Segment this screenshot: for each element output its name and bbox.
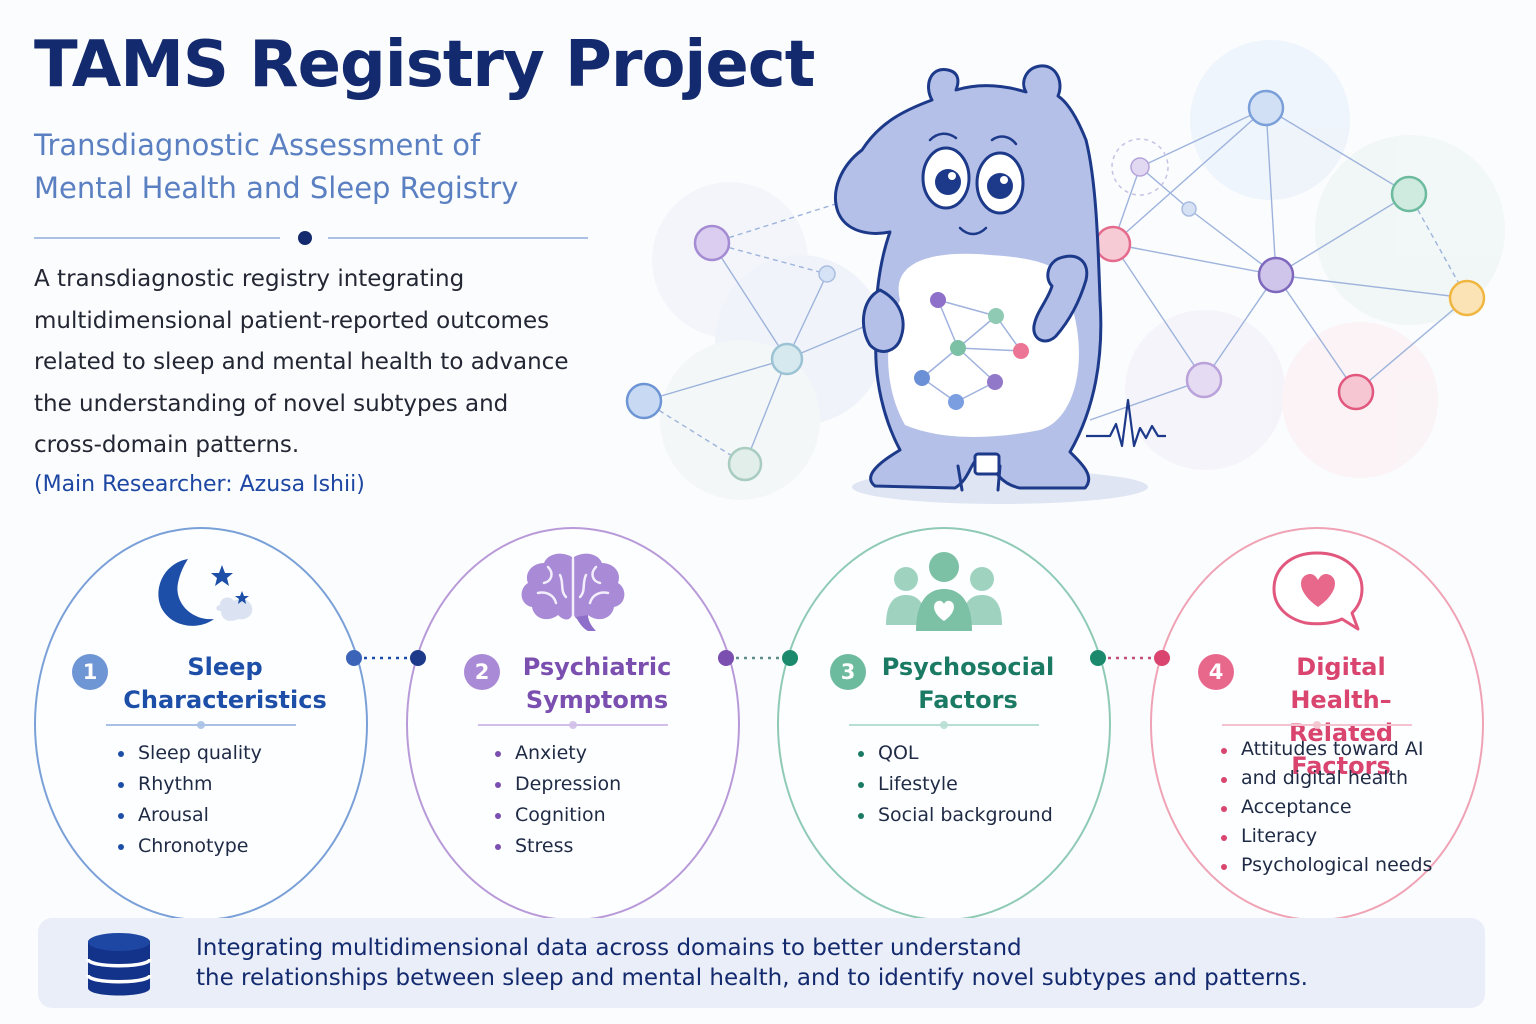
main-researcher: (Main Researcher: Azusa Ishii): [34, 472, 365, 497]
description-line: multidimensional patient-reported outcom…: [34, 307, 550, 334]
summary-line-1: Integrating multidimensional data across…: [196, 935, 1022, 961]
domain-separator: [478, 721, 668, 728]
speech-heart-icon: [1272, 551, 1364, 631]
divider-left: [34, 237, 280, 239]
domain-title-line-2: Characteristics: [123, 686, 327, 714]
summary-banner: [38, 918, 1485, 1008]
summary-text: Integrating multidimensional data across…: [196, 933, 1456, 993]
domain-item-list: QOL Lifestyle Social background: [856, 738, 1053, 831]
list-item: Literacy: [1219, 822, 1432, 851]
domain-separator: [849, 721, 1039, 728]
domain-title: Psychiatric Symptoms: [512, 651, 682, 717]
list-item: Depression: [493, 769, 621, 800]
description-line: the understanding of novel subtypes and: [34, 390, 509, 417]
domain-header: 4 Digital Health– Related Factors: [1152, 651, 1482, 783]
domain-title-line-2: Symptoms: [525, 686, 669, 714]
people-heart-icon: [886, 552, 1002, 631]
domain-separator: [106, 721, 296, 728]
domain-item-list: Attitudes toward AI and digital health A…: [1219, 735, 1432, 880]
list-item: Lifestyle: [856, 769, 1053, 800]
domain-title-line-1: Psychosocial: [881, 653, 1055, 681]
connector-3-4: [1090, 650, 1170, 666]
connector-1-2: [346, 650, 426, 666]
list-item: Stress: [493, 831, 621, 862]
network-mascot-illustration: [625, 40, 1505, 504]
list-item: QOL: [856, 738, 1053, 769]
domain-item-list: Sleep quality Rhythm Arousal Chronotype: [116, 738, 262, 862]
domain-title: Digital Health– Related Factors: [1246, 651, 1436, 783]
network-nodes: [625, 89, 1486, 482]
list-item: Anxiety: [493, 738, 621, 769]
brain-icon: [521, 553, 625, 631]
list-item-continuation: and digital health: [1219, 764, 1432, 793]
moon-stars-icon: [158, 559, 253, 626]
list-item: Psychological needs: [1219, 851, 1432, 880]
subtitle-line-2: Mental Health and Sleep Registry: [34, 171, 519, 205]
divider-right: [328, 237, 588, 239]
domain-separator: [1222, 721, 1412, 728]
list-item: Social background: [856, 800, 1053, 831]
domain-title: Sleep Characteristics: [120, 651, 330, 717]
description-line: related to sleep and mental health to ad…: [34, 349, 569, 375]
domain-sleep-characteristics: 1 Sleep Characteristics Sleep quality Rh…: [34, 527, 368, 921]
domain-title-line-1: Psychiatric: [522, 653, 672, 681]
list-item: Acceptance: [1219, 793, 1432, 822]
mascot-belly-network: [914, 292, 1029, 410]
domain-header: 2 Psychiatric Symptoms: [408, 651, 738, 717]
list-item: Sleep quality: [116, 738, 262, 769]
domain-number-badge: 2: [464, 654, 500, 690]
domain-digital-health-factors: 4 Digital Health– Related Factors Attitu…: [1150, 527, 1484, 921]
list-item: Attitudes toward AI: [1219, 735, 1432, 764]
domain-number-badge: 4: [1198, 654, 1234, 690]
domain-title-line-1: Digital Health–: [1290, 653, 1392, 714]
database-icon: [86, 933, 152, 996]
domain-number-badge: 3: [830, 654, 866, 690]
domain-title-line-1: Sleep: [187, 653, 263, 681]
description-line: cross-domain patterns.: [34, 432, 300, 458]
page-title: TAMS Registry Project: [34, 28, 815, 102]
background-blobs: [652, 40, 1505, 500]
domain-title-line-2: Related Factors: [1288, 719, 1394, 780]
description-line: A transdiagnostic registry integrating: [34, 266, 465, 292]
list-item: Rhythm: [116, 769, 262, 800]
divider-dot: [298, 231, 312, 245]
domain-header: 3 Psychosocial Factors: [779, 651, 1109, 717]
heartbeat-line: [1086, 398, 1166, 448]
domain-psychosocial-factors: 3 Psychosocial Factors QOL Lifestyle Soc…: [777, 527, 1111, 921]
domain-psychiatric-symptoms: 2 Psychiatric Symptoms Anxiety Depressio…: [406, 527, 740, 921]
list-item: Arousal: [116, 800, 262, 831]
list-item: Chronotype: [116, 831, 262, 862]
domain-header: 1 Sleep Characteristics: [36, 651, 366, 717]
mascot-character: [834, 64, 1103, 492]
domain-number-badge: 1: [72, 654, 108, 690]
domain-item-list: Anxiety Depression Cognition Stress: [493, 738, 621, 862]
domain-title-line-2: Factors: [918, 686, 1018, 714]
list-item: Cognition: [493, 800, 621, 831]
project-description: A transdiagnostic registry integrating m…: [34, 259, 634, 467]
summary-line-2: the relationships between sleep and ment…: [196, 965, 1308, 991]
page-subtitle: Transdiagnostic Assessment of Mental Hea…: [34, 124, 614, 210]
subtitle-line-1: Transdiagnostic Assessment of: [34, 128, 481, 162]
connector-2-3: [718, 650, 798, 666]
domain-title: Psychosocial Factors: [878, 651, 1058, 717]
list-item-continuation-text: and digital health: [1241, 767, 1409, 789]
